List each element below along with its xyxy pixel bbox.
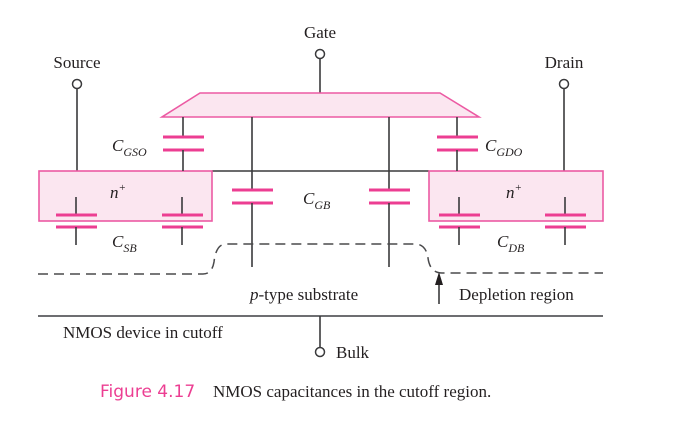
gate-electrode: [159, 92, 482, 118]
drain-n-plus-label: n+: [506, 182, 522, 202]
source-terminal-node-icon: [71, 78, 83, 90]
depletion-boundary: [38, 243, 603, 275]
drain-diffusion-region: [428, 170, 604, 222]
cgdo-capacitor: CGDO: [437, 117, 523, 171]
cgdo-label: CGDO: [485, 136, 523, 159]
csb-capacitor-left: [56, 197, 97, 245]
cdb-capacitor-left: [439, 197, 480, 245]
drain-terminal-node-icon: [558, 78, 570, 90]
drain-label: Drain: [545, 53, 584, 72]
bulk-label: Bulk: [336, 343, 370, 362]
depletion-arrow-icon: [435, 272, 443, 304]
source-diffusion-region: [38, 170, 213, 222]
drain-terminal: Drain: [545, 53, 584, 171]
cdb-capacitor-right: [545, 197, 586, 245]
gate-terminal-node-icon: [314, 48, 326, 60]
csb-capacitor-right: [162, 197, 203, 245]
gate-terminal: Gate: [304, 23, 336, 93]
bulk-terminal-node-icon: [314, 346, 326, 358]
cgb-label: CGB: [303, 189, 331, 212]
cgb-capacitor-right: [369, 117, 410, 267]
cgso-capacitor: CGSO: [112, 117, 204, 171]
source-label: Source: [53, 53, 100, 72]
cdb-label: CDB: [497, 232, 525, 255]
cgso-label: CGSO: [112, 136, 147, 159]
device-state-label: NMOS device in cutoff: [63, 323, 223, 342]
source-terminal: Source: [53, 53, 101, 171]
substrate-label: p-type substrate: [249, 285, 358, 304]
figure-caption-text: NMOS capacitances in the cutoff region.: [213, 382, 491, 401]
cgb-capacitor-left: [232, 117, 273, 267]
figure-caption: Figure 4.17 NMOS capacitances in the cut…: [100, 382, 491, 402]
figure-number: Figure 4.17: [100, 382, 195, 402]
depletion-region-label: Depletion region: [459, 285, 574, 304]
bulk-terminal: Bulk: [314, 316, 370, 362]
csb-label: CSB: [112, 232, 137, 255]
source-n-plus-label: n+: [110, 182, 126, 202]
gate-label: Gate: [304, 23, 336, 42]
